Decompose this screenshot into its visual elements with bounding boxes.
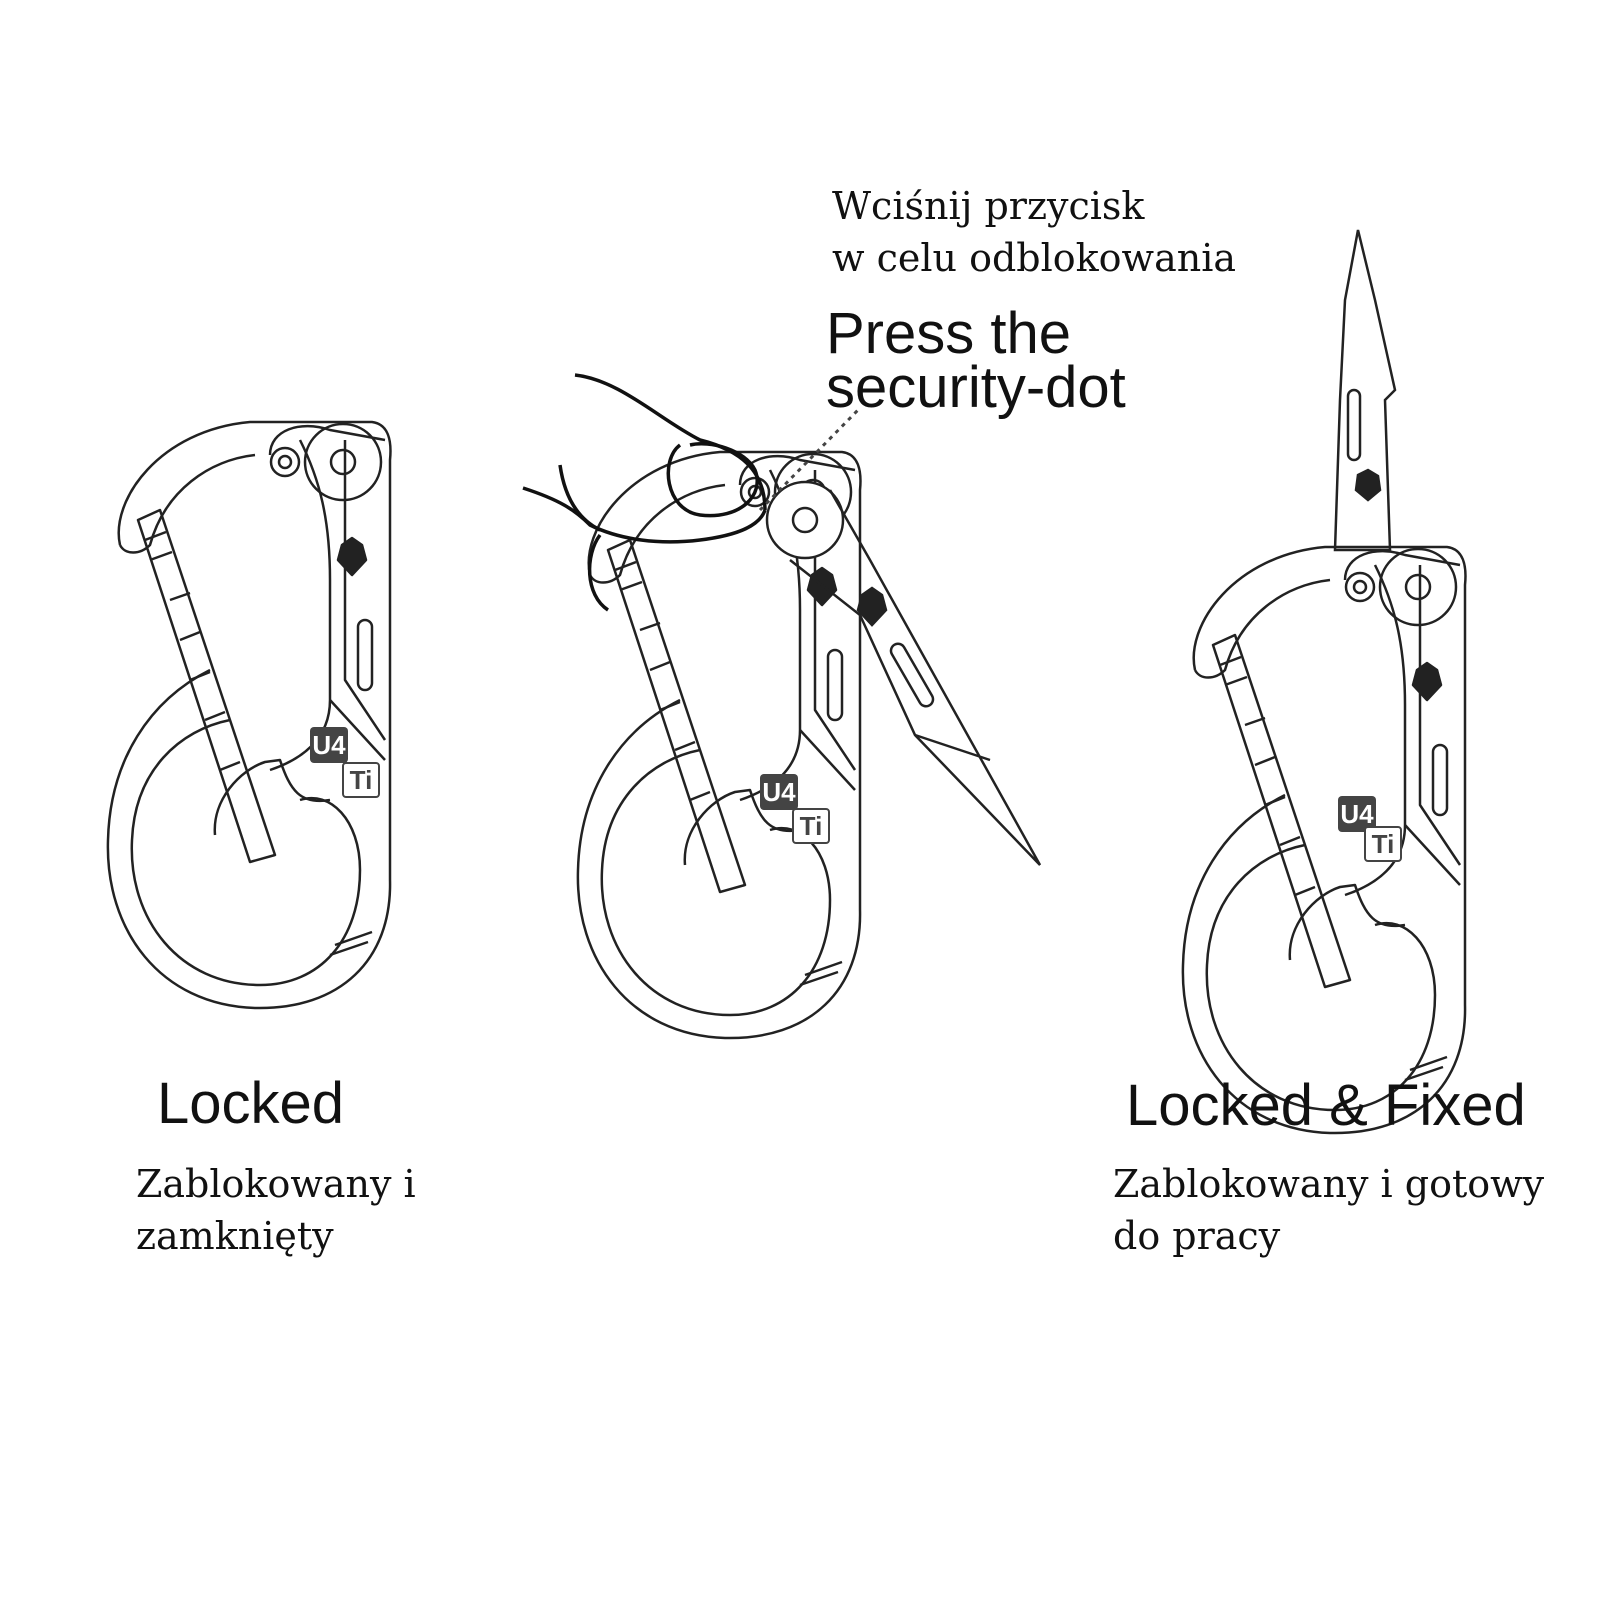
state-polish-line1: Zablokowany i gotowy: [1113, 1162, 1545, 1206]
instruction-english-line2: security-dot: [826, 355, 1126, 420]
material-badge: Ti: [342, 762, 380, 798]
carabiner-locked-fixed: [1181, 545, 1467, 1135]
model-badge: U4: [310, 727, 348, 763]
instruction-polish-line2: w celu odblokowania: [832, 236, 1237, 280]
state-polish-line2: zamknięty: [136, 1214, 334, 1258]
instruction-english-line1: Press the: [826, 301, 1071, 366]
instruction-polish-line1: Wciśnij przycisk: [832, 184, 1145, 228]
state-title-locked-fixed: Locked & Fixed: [1126, 1073, 1526, 1138]
open-blade: [765, 480, 1042, 866]
state-polish-line1: Zablokowany i: [136, 1162, 416, 1206]
material-badge: Ti: [1364, 826, 1402, 862]
material-badge: Ti: [792, 808, 830, 844]
model-badge: U4: [760, 774, 798, 810]
carabiner-locked: [106, 420, 392, 1010]
fixed-blade: [1333, 229, 1397, 552]
state-polish-line2: do pracy: [1113, 1214, 1281, 1258]
state-title-locked: Locked: [157, 1071, 345, 1136]
finger-illustration: [522, 373, 767, 612]
